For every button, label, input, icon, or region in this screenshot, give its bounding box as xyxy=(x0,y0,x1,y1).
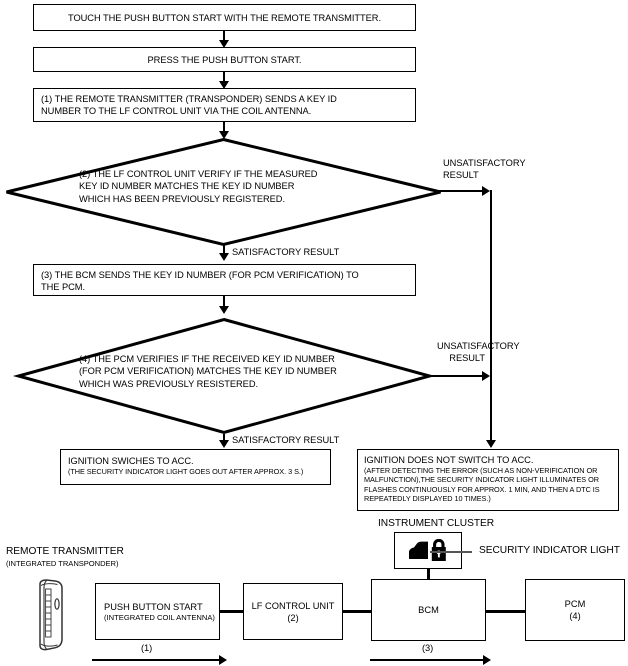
branch-label-unsatisfactory-4-line-2: RESULT xyxy=(449,352,485,363)
signal-arrow-1-head xyxy=(219,655,227,665)
connector-decision4-satisfactory xyxy=(223,434,225,444)
outcome-failure-note-line-2: MALFUNCTION),THE SECURITY INDICATOR LIGH… xyxy=(364,475,599,485)
process-box-press-text: PRESS THE PUSH BUTTON START. xyxy=(147,55,302,65)
process-box-step-3-line-2: THE PCM. xyxy=(41,282,86,293)
decision-diamond-4-shape xyxy=(12,317,436,435)
component-box-lf-control-unit-title: LF CONTROL UNIT xyxy=(251,600,335,611)
security-indicator-light-label: SECURITY INDICATOR LIGHT xyxy=(479,545,620,556)
component-box-push-button-start: PUSH BUTTON START (INTEGRATED COIL ANTEN… xyxy=(95,583,220,640)
component-box-bcm: BCM xyxy=(371,579,486,641)
decision-diamond-2-line-3: WHICH HAS BEEN PREVIOUSLY REGISTERED. xyxy=(79,193,285,204)
outcome-box-failure: IGNITION DOES NOT SWITCH TO ACC. (AFTER … xyxy=(357,449,619,511)
connector-step1-to-decision2 xyxy=(223,122,225,134)
car-lock-icon xyxy=(409,538,446,561)
process-box-step-3: (3) THE BCM SENDS THE KEY ID NUMBER (FOR… xyxy=(33,264,416,296)
bus-lf-to-bcm xyxy=(342,610,372,613)
component-box-pcm-title: PCM xyxy=(564,599,586,609)
branch-label-unsatisfactory-4-line-1: UNSATISFACTORY xyxy=(437,341,520,351)
connector-touch-to-press xyxy=(223,31,225,43)
arrowhead-press-to-step1 xyxy=(219,81,229,89)
arrowhead-decision2-satisfactory xyxy=(219,253,229,261)
connector-step3-to-decision4 xyxy=(223,296,225,310)
decision-diamond-4-line-2: (FOR PCM VERIFICATION) MATCHES THE KEY I… xyxy=(79,366,337,377)
component-box-lf-control-unit: LF CONTROL UNIT (2) xyxy=(243,583,343,640)
arrowhead-decision4-satisfactory xyxy=(219,440,229,448)
process-box-step-1: (1) THE REMOTE TRANSMITTER (TRANSPONDER)… xyxy=(33,88,416,122)
connector-failure-trunk xyxy=(490,190,492,446)
process-box-touch-text: TOUCH THE PUSH BUTTON START WITH THE REM… xyxy=(68,13,381,23)
process-box-step-1-line-2: NUMBER TO THE LF CONTROL UNIT VIA THE CO… xyxy=(41,106,312,117)
outcome-failure-title: IGNITION DOES NOT SWITCH TO ACC. xyxy=(364,455,534,465)
component-box-push-button-start-title: PUSH BUTTON START xyxy=(104,601,203,612)
component-box-pcm: PCM (4) xyxy=(525,579,625,641)
bus-bcm-to-instrument-cluster xyxy=(427,569,430,580)
signal-arrow-3-line xyxy=(370,659,484,661)
decision-diamond-4-text: (4) THE PCM VERIFIES IF THE RECEIVED KEY… xyxy=(79,353,337,390)
component-box-push-button-start-sub: (INTEGRATED COIL ANTENNA) xyxy=(104,612,215,622)
outcome-failure-note-line-1: (AFTER DETECTING THE ERROR (SUCH AS NON-… xyxy=(364,466,598,475)
branch-label-satisfactory-4: SATISFACTORY RESULT xyxy=(232,435,340,445)
connector-decision4-unsatisfactory xyxy=(427,375,484,377)
branch-label-unsatisfactory-2-line-1: UNSATISFACTORY xyxy=(443,158,526,168)
signal-arrow-3-head xyxy=(483,655,491,665)
remote-transmitter-illustration xyxy=(30,578,72,657)
instrument-cluster-label: INSTRUMENT CLUSTER xyxy=(378,518,495,529)
arrowhead-decision4-unsatisfactory xyxy=(482,371,490,381)
signal-arrow-3-label: (3) xyxy=(422,643,434,653)
signal-arrow-1-line xyxy=(92,659,220,661)
decision-diamond-2-shape xyxy=(6,137,441,247)
arrowhead-step3-to-decision4 xyxy=(219,306,229,314)
decision-diamond-2-text: (2) THE LF CONTROL UNIT VERIFY IF THE ME… xyxy=(79,168,317,205)
component-box-bcm-title: BCM xyxy=(418,605,439,615)
connector-decision2-unsatisfactory xyxy=(437,190,484,192)
outcome-success-note: (THE SECURITY INDICATOR LIGHT GOES OUT A… xyxy=(68,467,304,476)
arrowhead-decision2-unsatisfactory xyxy=(482,186,490,196)
process-box-step-1-line-1: (1) THE REMOTE TRANSMITTER (TRANSPONDER)… xyxy=(41,94,337,104)
process-box-touch: TOUCH THE PUSH BUTTON START WITH THE REM… xyxy=(33,4,416,31)
bus-push-button-to-lf xyxy=(219,610,244,613)
arrowhead-step1-to-decision2 xyxy=(219,131,229,139)
arrowhead-touch-to-press xyxy=(219,40,229,48)
connector-decision2-satisfactory xyxy=(223,245,225,257)
bus-bcm-to-pcm xyxy=(485,610,526,613)
branch-label-unsatisfactory-4: UNSATISFACTORY RESULT xyxy=(437,341,520,364)
decision-diamond-2-line-2: KEY ID NUMBER MATCHES THE KEY ID NUMBER xyxy=(79,181,295,192)
outcome-box-success: IGNITION SWICHES TO ACC. (THE SECURITY I… xyxy=(60,449,331,485)
arrowhead-failure-trunk xyxy=(486,440,496,448)
process-box-press: PRESS THE PUSH BUTTON START. xyxy=(33,47,416,72)
decision-diamond-4-line-1: (4) THE PCM VERIFIES IF THE RECEIVED KEY… xyxy=(79,354,335,364)
remote-transmitter-label-line-2: (INTEGRATED TRANSPONDER) xyxy=(6,559,119,568)
component-box-lf-control-unit-sub: (2) xyxy=(287,612,299,623)
decision-diamond-2-line-1: (2) THE LF CONTROL UNIT VERIFY IF THE ME… xyxy=(79,169,318,179)
instrument-cluster-icon-box xyxy=(394,532,462,569)
decision-diamond-4: (4) THE PCM VERIFIES IF THE RECEIVED KEY… xyxy=(12,317,436,435)
outcome-success-title: IGNITION SWICHES TO ACC. xyxy=(68,456,194,466)
branch-label-unsatisfactory-2-line-2: RESULT xyxy=(443,169,479,180)
branch-label-unsatisfactory-2: UNSATISFACTORY RESULT xyxy=(443,158,526,181)
decision-diamond-2: (2) THE LF CONTROL UNIT VERIFY IF THE ME… xyxy=(5,137,442,247)
component-box-pcm-sub: (4) xyxy=(569,611,581,621)
security-indicator-leader-line xyxy=(430,551,472,553)
outcome-failure-note-line-4: REPEATEDLY DISPLAYED 10 TIMES.) xyxy=(364,494,491,504)
signal-arrow-1-label: (1) xyxy=(141,643,153,653)
outcome-failure-note-line-3: FLASHES CONTINUOUSLY FOR APPROX. 1 MIN, … xyxy=(364,484,600,494)
process-box-step-3-line-1: (3) THE BCM SENDS THE KEY ID NUMBER (FOR… xyxy=(41,270,359,280)
remote-transmitter-label-line-1: REMOTE TRANSMITTER xyxy=(6,546,124,557)
key-fob-icon xyxy=(39,579,63,651)
connector-press-to-step1 xyxy=(223,72,225,84)
decision-diamond-4-line-3: WHICH WAS PREVIOUSLY RESISTERED. xyxy=(79,378,259,389)
branch-label-satisfactory-2: SATISFACTORY RESULT xyxy=(232,247,340,257)
